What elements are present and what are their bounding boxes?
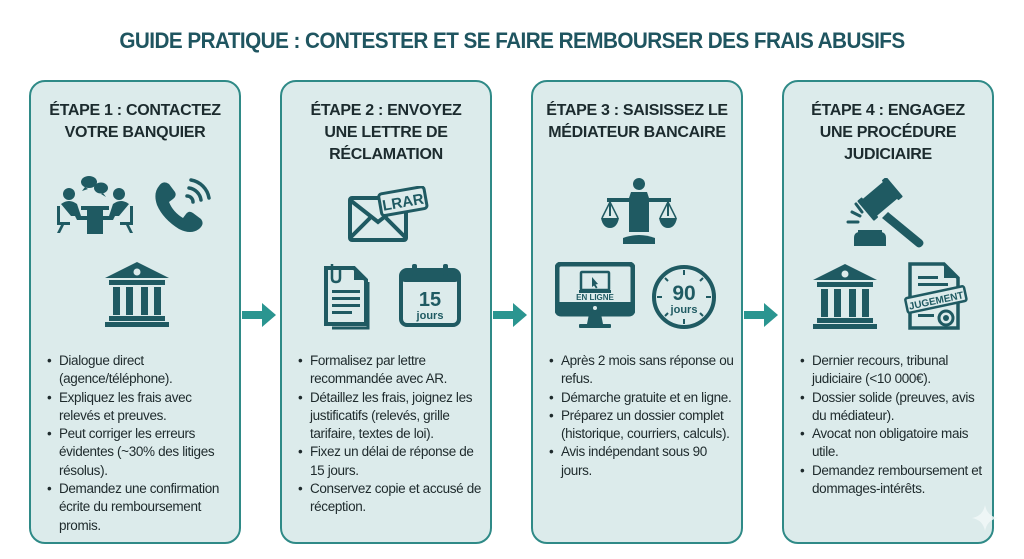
document-icon [320,260,376,330]
step-title-line: ÉTAPE 4 : ENGAGEZ [811,102,965,119]
step-title-line: VOTRE BANQUIER [64,124,206,141]
page-title: GUIDE PRATIQUE : CONTESTER ET SE FAIRE R… [119,28,905,53]
arrow-right-icon [493,300,529,330]
calendar-icon: 15 jours [398,262,462,328]
online-computer-icon: EN LIGNE [555,262,635,330]
step-card-2: ÉTAPE 2 : ENVOYEZ UNE LETTRE DE RÉCLAMAT… [280,80,492,544]
calendar-unit: jours [416,310,444,322]
step-title-line: UNE PROCÉDURE [819,124,957,141]
bullet-item: Après 2 mois sans réponse ou refus. [547,352,737,389]
arrow-right-icon [744,300,780,330]
courthouse-icon [810,262,880,330]
bank-icon [103,260,171,328]
step-card-4: ÉTAPE 4 : ENGAGEZ UNE PROCÉDURE JUDICIAI… [782,80,994,544]
timer-number: 90 [672,282,695,305]
phone-icon [151,176,211,234]
step-title-line: RÉCLAMATION [329,146,443,163]
step-bullets: Dernier recours, tribunal judiciaire (<1… [798,352,988,498]
judgment-document-icon: JUGEMENT [902,262,968,332]
step-bullets: Formalisez par lettre recommandée avec A… [296,352,486,517]
bullet-item: Démarche gratuite et en ligne. [547,389,737,408]
arrow-right-icon [242,300,278,330]
step-title-line: JUDICIAIRE [844,146,932,163]
bullet-item: Avis indépendant sous 90 jours. [547,443,737,480]
online-label: EN LIGNE [576,293,614,302]
step-title: ÉTAPE 1 : CONTACTEZ VOTRE BANQUIER [31,100,239,144]
step-bullets: Après 2 mois sans réponse ou refus. Déma… [547,352,737,480]
bullet-item: Avocat non obligatoire mais utile. [798,425,988,462]
step-bullets: Dialogue direct (agence/téléphone). Expl… [45,352,235,535]
step-title: ÉTAPE 2 : ENVOYEZ UNE LETTRE DE RÉCLAMAT… [282,100,490,166]
calendar-number: 15 [419,289,441,311]
sparkle-icon [972,505,998,531]
step-title-line: ÉTAPE 3 : SAISISSEZ LE [546,102,728,119]
timer-icon: 90 jours [651,264,717,330]
bullet-item: Fixez un délai de réponse de 15 jours. [296,443,486,480]
bullet-item: Expliquez les frais avec relevés et preu… [45,389,235,426]
bullet-item: Préparez un dossier complet (historique,… [547,407,737,444]
step-title: ÉTAPE 4 : ENGAGEZ UNE PROCÉDURE JUDICIAI… [784,100,992,166]
step-title-line: ÉTAPE 2 : ENVOYEZ [310,102,462,119]
step-card-3: ÉTAPE 3 : SAISISSEZ LE MÉDIATEUR BANCAIR… [531,80,743,544]
step-title-line: MÉDIATEUR BANCAIRE [548,124,726,141]
bullet-item: Demandez remboursement et dommages-intér… [798,462,988,499]
bullet-item: Détaillez les frais, joignez les justifi… [296,389,486,444]
meeting-icon [53,174,137,236]
bullet-item: Dernier recours, tribunal judiciaire (<1… [798,352,988,389]
bullet-item: Dialogue direct (agence/téléphone). [45,352,235,389]
bullet-item: Dossier solide (preuves, avis du médiate… [798,389,988,426]
timer-unit: jours [670,304,698,316]
bullet-item: Demandez une confirmation écrite du remb… [45,480,235,535]
bullet-item: Formalisez par lettre recommandée avec A… [296,352,486,389]
mediator-scales-icon [599,176,679,248]
step-card-1: ÉTAPE 1 : CONTACTEZ VOTRE BANQUIER [29,80,241,544]
step-title: ÉTAPE 3 : SAISISSEZ LE MÉDIATEUR BANCAIR… [533,100,741,144]
bullet-item: Peut corriger les erreurs évidentes (~30… [45,425,235,480]
bullet-item: Conservez copie et accusé de réception. [296,480,486,517]
step-title-line: ÉTAPE 1 : CONTACTEZ [49,102,221,119]
step-title-line: UNE LETTRE DE [324,124,448,141]
gavel-icon [844,178,932,250]
envelope-lrar-icon: LRAR [346,186,430,246]
